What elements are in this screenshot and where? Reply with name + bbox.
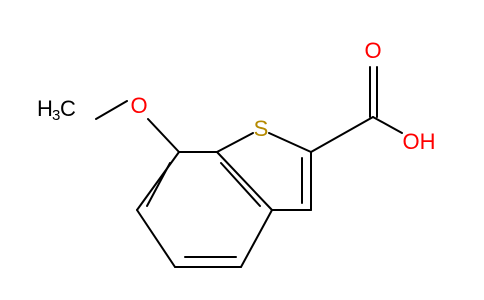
hydroxyl-label: OH — [403, 129, 436, 154]
bond-c6-c6-inner — [146, 162, 171, 207]
bond-c7-c6 — [136, 151, 180, 211]
bond-c7a-s — [216, 132, 254, 153]
ether-oxygen-label: O — [130, 93, 147, 118]
sulfur-label: S — [254, 116, 269, 141]
bond-c3a-c7a — [216, 151, 273, 211]
carbonyl-oxygen-label: O — [364, 38, 381, 63]
bond-c2-carboxyl — [310, 116, 374, 153]
bond-c3a-c7a-inner — [220, 162, 261, 207]
methyl-c-label: C — [60, 96, 76, 121]
bond-o-ch3 — [95, 100, 128, 120]
bond-s-c2 — [268, 132, 312, 153]
methyl-h-label: H — [37, 96, 53, 121]
methyl-subscript-label: 3 — [52, 107, 60, 124]
bond-c4-c3a — [240, 209, 273, 268]
bond-carboxyl-oh — [372, 116, 403, 134]
bond-c6-c5 — [136, 209, 176, 268]
bond-c7-o — [147, 118, 180, 153]
